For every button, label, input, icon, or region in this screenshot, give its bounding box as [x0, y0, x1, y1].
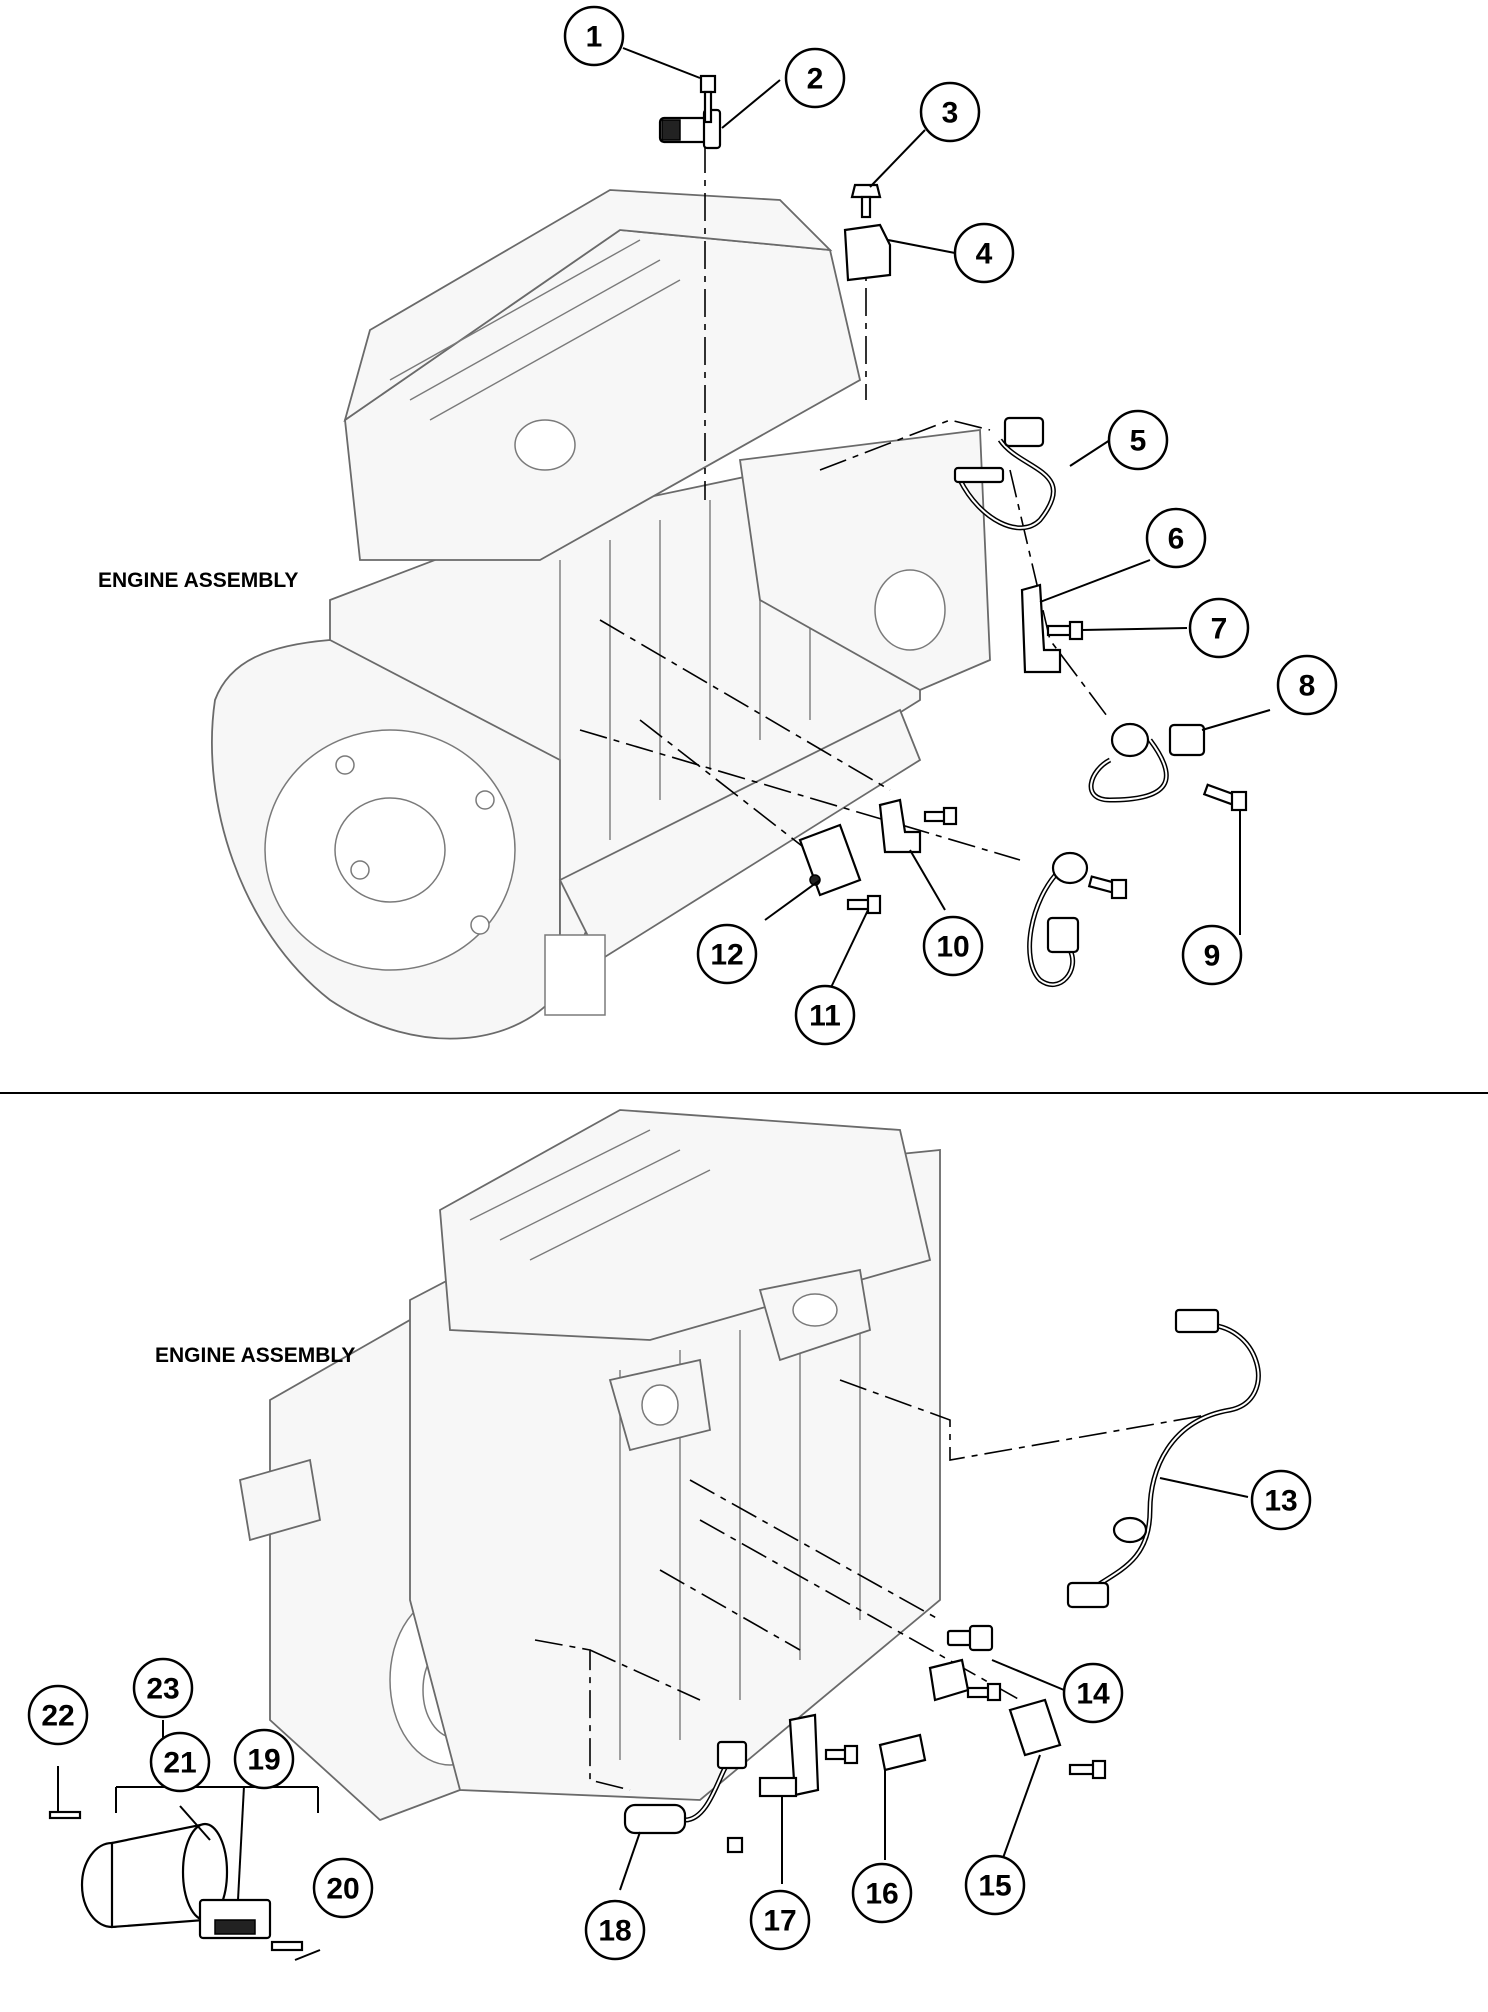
callout-9: 9	[1181, 924, 1243, 986]
callout-5: 5	[1107, 409, 1169, 471]
engine-assembly-label-bottom: ENGINE ASSEMBLY	[155, 1344, 355, 1367]
callout-21: 21	[149, 1731, 211, 1793]
callout-circle	[1145, 507, 1207, 569]
callout-8: 8	[1276, 654, 1338, 716]
callout-number: 10	[936, 931, 969, 964]
callout-number: 3	[942, 97, 959, 130]
callout-number: 21	[163, 1747, 196, 1780]
callout-19: 19	[233, 1728, 295, 1790]
callout-number: 23	[146, 1673, 179, 1706]
callout-circle	[922, 915, 984, 977]
callout-number: 1	[586, 21, 603, 54]
callout-14: 14	[1062, 1662, 1124, 1724]
bracket-part-4	[843, 223, 892, 282]
bracket-part-16	[878, 1658, 1002, 1772]
engine-assembly-label-top: ENGINE ASSEMBLY	[98, 569, 298, 592]
callout-number: 6	[1168, 523, 1185, 556]
bolt-part-9	[1202, 783, 1248, 812]
callout-circle	[953, 222, 1015, 284]
knock-sensor-lower	[1027, 851, 1128, 988]
callout-number: 15	[978, 1870, 1011, 1903]
callout-15: 15	[964, 1854, 1026, 1916]
callout-7: 7	[1188, 597, 1250, 659]
callout-circle	[149, 1731, 211, 1793]
knock-sensor-part-8	[1088, 722, 1206, 803]
callout-4: 4	[953, 222, 1015, 284]
callout-circle	[233, 1728, 295, 1790]
callout-circle	[27, 1684, 89, 1746]
sensor-part-14	[946, 1624, 994, 1652]
bracket-part-17	[758, 1713, 859, 1798]
callout-circle	[784, 47, 846, 109]
callout-number: 9	[1204, 940, 1221, 973]
top-engine-illustration	[211, 189, 991, 1040]
callout-circle	[919, 81, 981, 143]
callout-circle	[851, 1862, 913, 1924]
callout-22: 22	[27, 1684, 89, 1746]
callout-10: 10	[922, 915, 984, 977]
bottom-engine-illustration	[238, 1109, 941, 1822]
callout-13: 13	[1250, 1469, 1312, 1531]
callout-circle	[749, 1889, 811, 1951]
callout-number: 8	[1299, 670, 1316, 703]
callout-circle	[1181, 924, 1243, 986]
callout-circle	[563, 5, 625, 67]
sensor-part-15	[1008, 1698, 1107, 1780]
callout-number: 22	[41, 1700, 74, 1733]
bottom-callout-leaders	[57, 1477, 1249, 1961]
callout-circle	[1276, 654, 1338, 716]
callout-number: 5	[1130, 425, 1147, 458]
mass-air-flow-sensor-assembly	[48, 1810, 304, 1952]
callout-circle	[1188, 597, 1250, 659]
callout-number: 12	[710, 939, 743, 972]
callout-circle	[696, 923, 758, 985]
callout-17: 17	[749, 1889, 811, 1951]
callout-circle	[1250, 1469, 1312, 1531]
callout-circle	[132, 1657, 194, 1719]
callout-number: 11	[809, 1000, 841, 1033]
callout-23: 23	[132, 1657, 194, 1719]
bottom-assembly-phantom-lines	[534, 1379, 1236, 1791]
bracket-part-6	[1020, 583, 1062, 674]
sensor-part-13	[1066, 1308, 1261, 1609]
callout-circle	[1107, 409, 1169, 471]
bolt-part-1	[699, 74, 717, 124]
callout-number: 17	[763, 1905, 796, 1938]
callout-number: 4	[976, 238, 993, 271]
sensor-part-5	[953, 416, 1056, 531]
bracket-part-10	[878, 798, 958, 854]
callout-3: 3	[919, 81, 981, 143]
sensor-part-18	[623, 1740, 748, 1854]
callout-circle	[584, 1899, 646, 1961]
callout-number: 20	[326, 1873, 359, 1906]
callout-1: 1	[563, 5, 625, 67]
bolt-part-7	[1046, 620, 1084, 641]
callout-circle	[1062, 1662, 1124, 1724]
callout-number: 2	[807, 63, 824, 96]
callout-number: 19	[247, 1744, 280, 1777]
callout-18: 18	[584, 1899, 646, 1961]
callout-2: 2	[784, 47, 846, 109]
callout-number: 18	[598, 1915, 631, 1948]
callout-11: 11	[794, 984, 856, 1046]
callout-number: 16	[865, 1878, 898, 1911]
callout-number: 13	[1264, 1485, 1297, 1518]
callout-circle	[964, 1854, 1026, 1916]
callout-16: 16	[851, 1862, 913, 1924]
callout-circle	[312, 1857, 374, 1919]
sensor-part-12	[798, 823, 862, 897]
bolt-part-11	[846, 894, 882, 915]
callout-12: 12	[696, 923, 758, 985]
top-callout-leaders	[622, 47, 1271, 1001]
callout-20: 20	[312, 1857, 374, 1919]
callout-6: 6	[1145, 507, 1207, 569]
bolt-part-3	[850, 183, 882, 219]
callout-number: 7	[1211, 613, 1228, 646]
callout-number: 14	[1076, 1678, 1110, 1711]
callout-circle	[794, 984, 856, 1046]
